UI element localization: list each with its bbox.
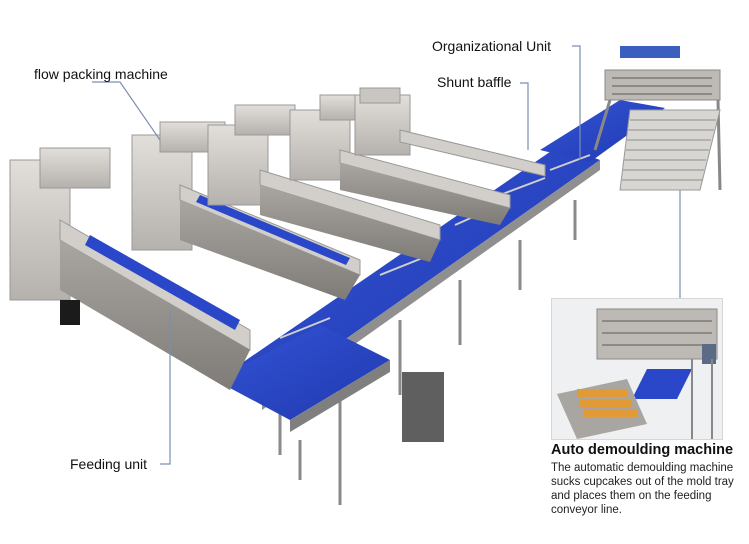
- inset-title: Auto demoulding machine: [551, 442, 734, 458]
- demoulding-inset-photo: [551, 298, 723, 440]
- callout-lines: [92, 45, 681, 465]
- control-cabinet: [402, 372, 444, 442]
- feeding-unit-label: Feeding unit: [70, 456, 148, 472]
- organizational-unit-label: Organizational Unit: [432, 38, 552, 54]
- shunt-baffle-label: Shunt baffle: [437, 74, 512, 90]
- flow-packing-machine-1: [9, 147, 251, 390]
- feeding-conveyor: [215, 325, 390, 505]
- demoulding-machine-image: [552, 299, 722, 439]
- flow-packing-machine-4: [289, 94, 511, 225]
- organizational-unit: [593, 46, 722, 191]
- inset-description: The automatic demoulding machine sucks c…: [551, 462, 734, 516]
- flow-packing-machine-3: [207, 104, 441, 262]
- flow-packing-machine-5: [354, 87, 546, 177]
- flow-packing-label: flow packing machine: [34, 66, 168, 82]
